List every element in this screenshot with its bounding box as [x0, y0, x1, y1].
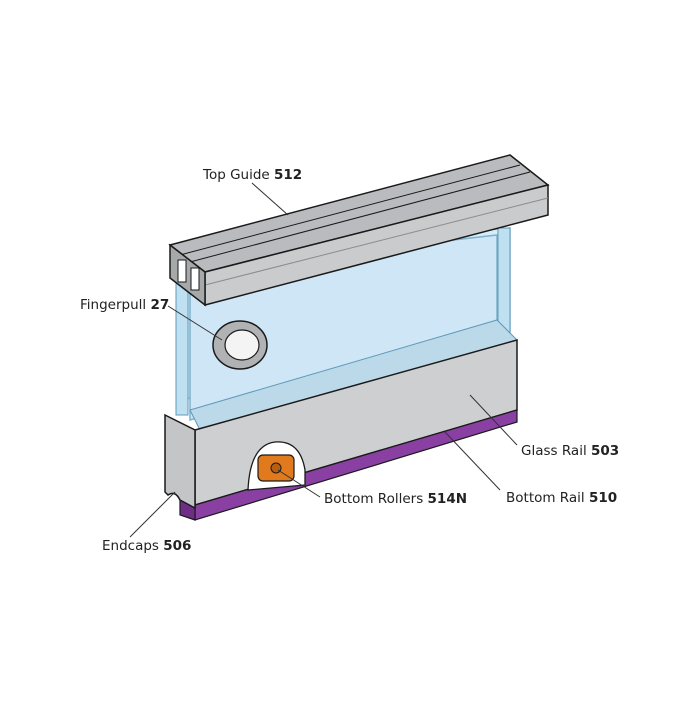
label-glass-rail: Glass Rail 503	[521, 443, 619, 459]
label-bottom-rail: Bottom Rail 510	[506, 490, 617, 506]
label-glass-rail-name: Glass Rail	[521, 443, 587, 459]
leader-top-guide	[251, 182, 289, 216]
label-fingerpull-name: Fingerpull	[80, 297, 147, 313]
leader-fingerpull	[167, 305, 223, 341]
label-fingerpull: Fingerpull 27	[80, 297, 169, 313]
top-guide-groove-2	[189, 171, 531, 263]
leader-bottom-rollers	[277, 469, 321, 498]
label-top-guide-name: Top Guide	[203, 167, 270, 183]
label-endcaps-code: 506	[163, 538, 192, 554]
leader-endcaps	[129, 491, 176, 538]
leader-glass-rail	[469, 394, 518, 446]
label-top-guide: Top Guide 512	[203, 167, 302, 183]
label-endcaps: Endcaps 506	[102, 538, 191, 554]
label-bottom-rail-code: 510	[588, 490, 618, 506]
label-bottom-rollers-code: 514N	[427, 491, 468, 507]
label-fingerpull-code: 27	[150, 297, 170, 313]
label-top-guide-code: 512	[274, 167, 303, 183]
glass-edge-right	[497, 227, 511, 339]
label-bottom-rollers-name: Bottom Rollers	[324, 491, 424, 507]
label-bottom-rail-name: Bottom Rail	[506, 490, 585, 506]
label-endcaps-name: Endcaps	[102, 538, 159, 554]
label-bottom-rollers: Bottom Rollers 514N	[324, 491, 467, 507]
top-guide-end-slot-2	[190, 267, 200, 291]
top-guide-end-slot-1	[177, 259, 187, 283]
fingerpull-inner	[224, 329, 260, 361]
endcap	[164, 413, 196, 510]
top-guide-groove-3	[204, 197, 549, 286]
label-glass-rail-code: 503	[591, 443, 620, 459]
top-guide-groove-1	[179, 164, 521, 256]
leader-bottom-rail	[444, 431, 501, 491]
